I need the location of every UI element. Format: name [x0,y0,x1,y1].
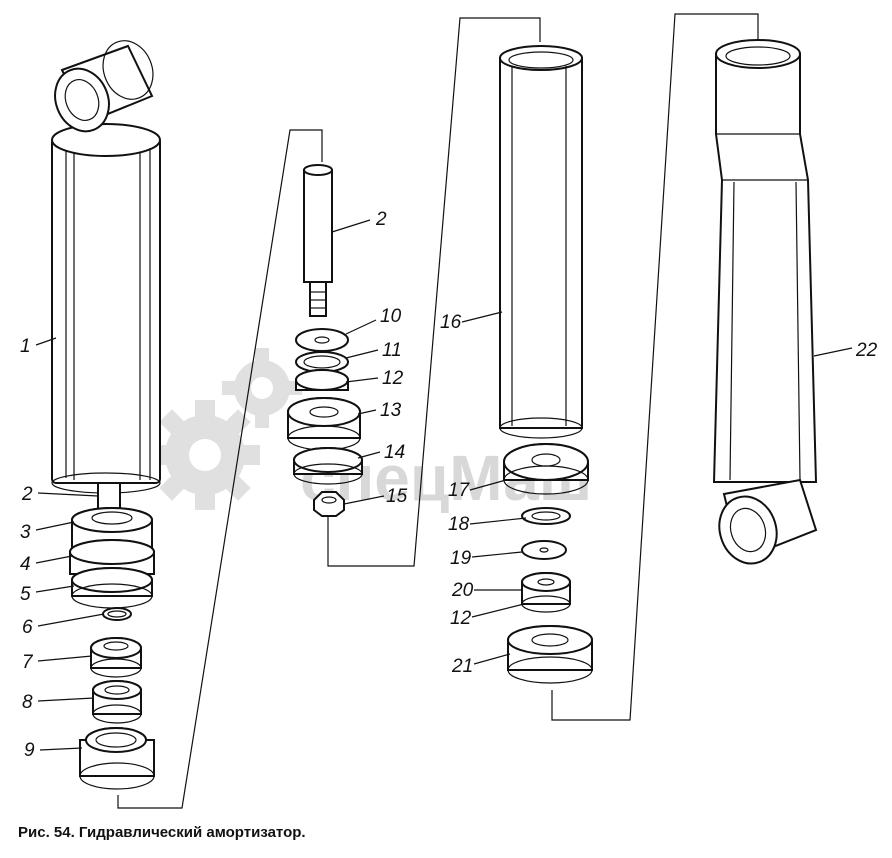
spring-washer-part-18 [521,507,571,525]
callout-7: 7 [22,652,34,673]
callout-9: 9 [24,740,35,761]
nut-part-15 [313,491,345,517]
valve-body-part-17 [503,443,589,495]
o-ring-part-6 [102,607,132,621]
callout-3: 3 [20,522,31,543]
callout-16: 16 [440,312,462,333]
piston-rod-part-2 [303,164,333,317]
guide-assembly-parts-3-5 [69,507,155,609]
callout-6: 6 [22,617,33,638]
reservoir-tube-part-22 [712,39,818,483]
callout-8: 8 [22,692,33,713]
callout-13: 13 [380,400,402,421]
callout-20: 20 [451,580,474,601]
spring-plate-part-12 [295,369,349,391]
callout-5: 5 [20,584,31,605]
valve-disc-part-10 [295,328,349,352]
callout-12-mid: 12 [382,368,404,389]
lower-eye-bushing [718,478,818,565]
watermark-gear-icon [150,348,302,510]
callout-17: 17 [448,480,471,501]
callout-21: 21 [451,656,473,677]
nut-cap-part-9 [79,727,155,790]
valve-housing-part-21 [507,625,593,684]
cylinder-body-part [51,123,161,494]
callout-11: 11 [382,340,402,361]
callout-19: 19 [450,548,472,569]
callout-2-mid: 2 [375,209,387,230]
callout-labels: 1 2 3 4 5 6 7 8 9 2 10 11 12 13 14 15 16… [20,209,878,761]
callout-4: 4 [20,554,31,575]
valve-spring-part-20 [521,572,571,613]
upper-eye-bushing [54,40,154,133]
callout-18: 18 [448,514,470,535]
seal-part-7 [90,637,142,678]
working-cylinder-part-16 [499,45,583,439]
assembly-guide-lines [117,13,759,809]
callout-15: 15 [386,486,408,507]
valve-disc-part-19 [521,540,567,560]
callout-leaders [35,219,853,751]
callout-14: 14 [384,442,405,463]
piston-part-13 [287,397,361,451]
callout-12-right: 12 [450,608,472,629]
callout-1: 1 [20,336,31,357]
piston-ring-part-14 [293,447,363,485]
callout-2-left: 2 [21,484,33,505]
callout-22: 22 [855,340,878,361]
figure-caption: Рис. 54. Гидравлический амортизатор. [18,824,306,841]
seal-part-8 [92,680,142,724]
callout-10: 10 [380,306,402,327]
